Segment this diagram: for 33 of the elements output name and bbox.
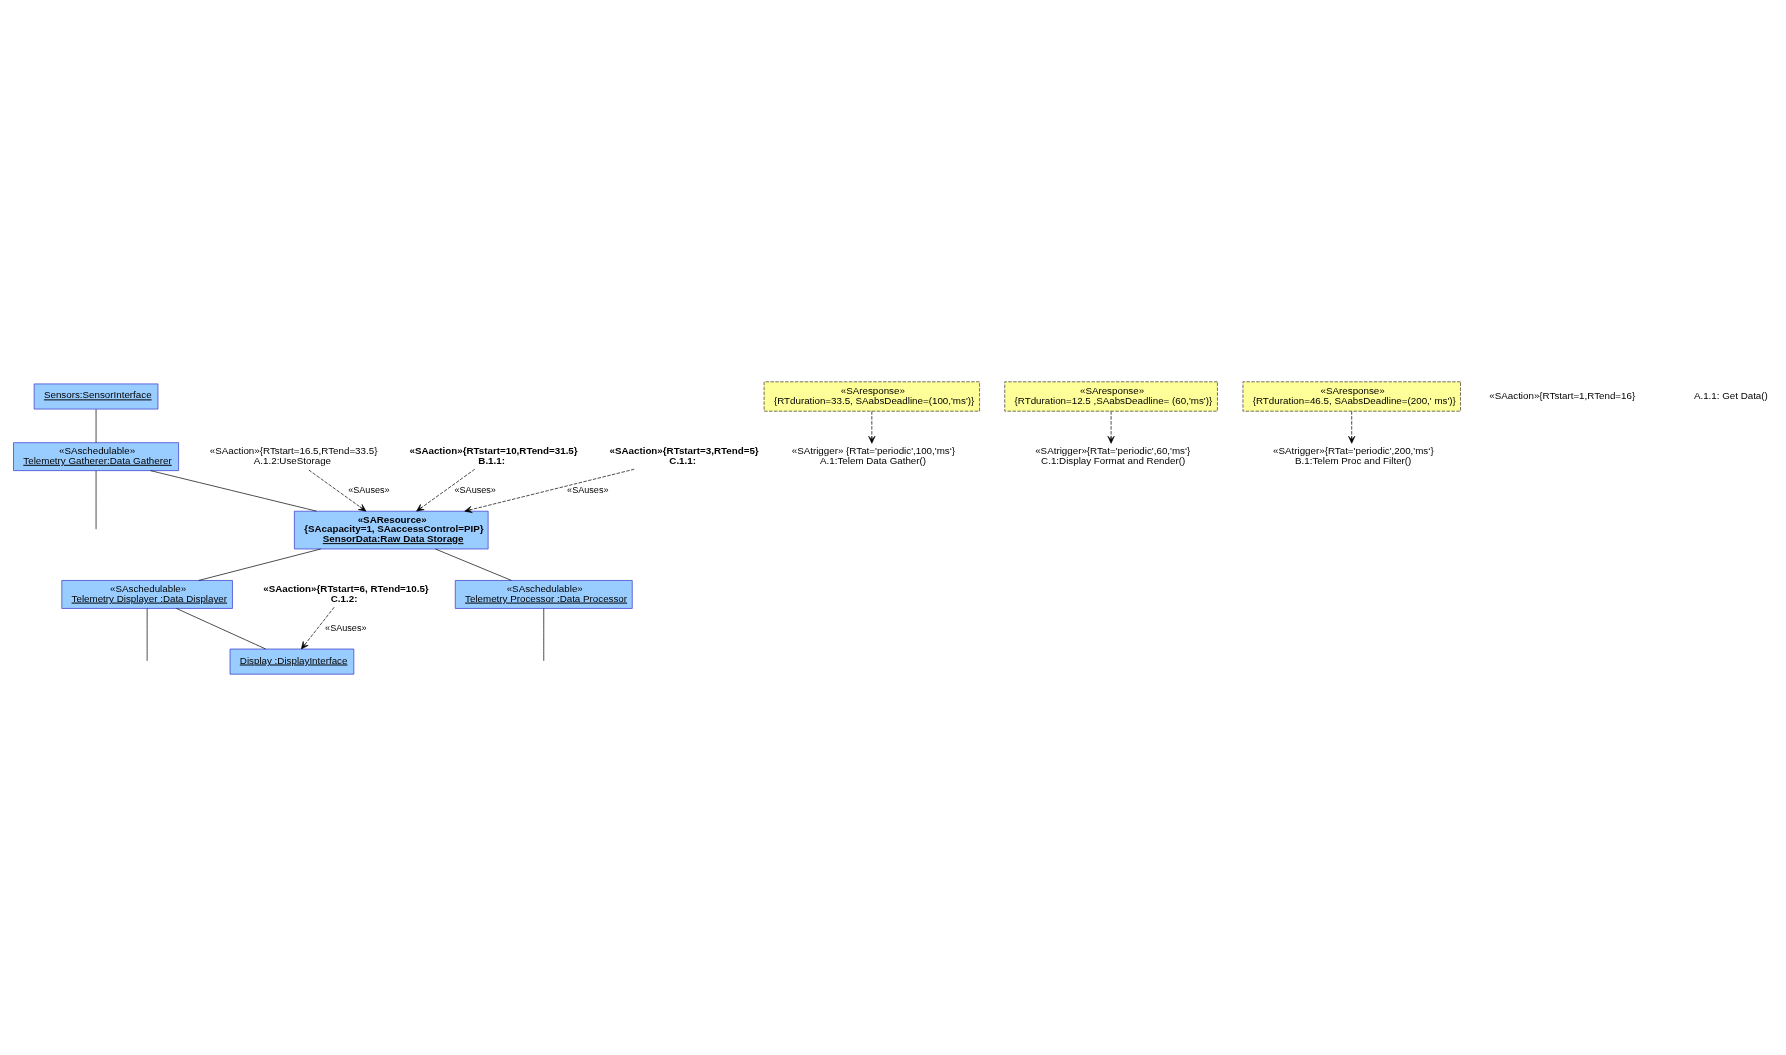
node-box: «SAresponse» {RTduration=46.5, SAabsDeadline=(200,' ms')}: [1242, 380, 1461, 412]
edge-label: «SAuses»: [348, 484, 390, 495]
node-box: «SAschedulable» Telemetry Processor :Data Processor: [454, 579, 633, 609]
node-box: «SAschedulable» Telemetry Displayer :Data Displayer: [61, 579, 233, 609]
arrow: [308, 469, 367, 511]
node-box: «SAresponse» {RTduration=33.5, SAabsDeadline=(100,'ms')}: [763, 380, 980, 412]
edge-label: «SAuses»: [567, 484, 609, 495]
edge-label: «SAuses»: [454, 484, 496, 495]
connector: [176, 607, 266, 649]
node-box: Sensors:SensorInterface: [33, 383, 159, 409]
arrow: [1348, 410, 1356, 444]
node-text: «SAtrigger»{RTat='periodic',60,'ms‘} C.1:Display Format and Render(): [1035, 444, 1191, 466]
node-text: «SAtrigger»{RTat='periodic',200,'ms‘} B.1:Telem Proc and Filter(): [1273, 444, 1434, 466]
node-text: «SAaction»{RTstart=16.5,RTend=33.5} A.1.2:UseStorage: [209, 444, 378, 466]
node-text: «SAaction»{RTstart=10,RTend=31.5} B.1.1:: [409, 444, 578, 466]
arrow: [1107, 410, 1115, 444]
connector: [198, 548, 321, 581]
arrow: [301, 606, 335, 649]
node-text: «SAaction»{RTstart=6, RTend=10.5} C.1.2:: [263, 582, 429, 604]
node-box: «SAschedulable» Telemetry Gatherer:Data Gatherer: [13, 441, 179, 471]
node-box: Display :DisplayInterface: [229, 648, 355, 675]
arrow: [868, 410, 876, 444]
label: «SAaction»{RTstart=1,RTend=16}: [1489, 389, 1636, 401]
node-text: «SAtrigger» {RTat='periodic',100,'ms‘} A.1:Telem Data Gather(): [791, 444, 956, 466]
label: A.1.1: Get Data(): [1693, 389, 1768, 401]
node-box: «SAResource» {SAcapacity=1, SAaccessControl=PIP} SensorData:Raw Data Storage: [294, 510, 489, 549]
node-text: «SAaction»{RTstart=3,RTend=5} C.1.1:: [609, 444, 759, 466]
arrow: [464, 468, 635, 513]
connector: [435, 548, 512, 581]
connector: [150, 469, 317, 511]
arrow: [416, 468, 476, 511]
node-box: «SAresponse» {RTduration=12.5 ,SAabsDeadline= (60,'ms')}: [1004, 380, 1218, 412]
edge-label: «SAuses»: [325, 622, 367, 633]
